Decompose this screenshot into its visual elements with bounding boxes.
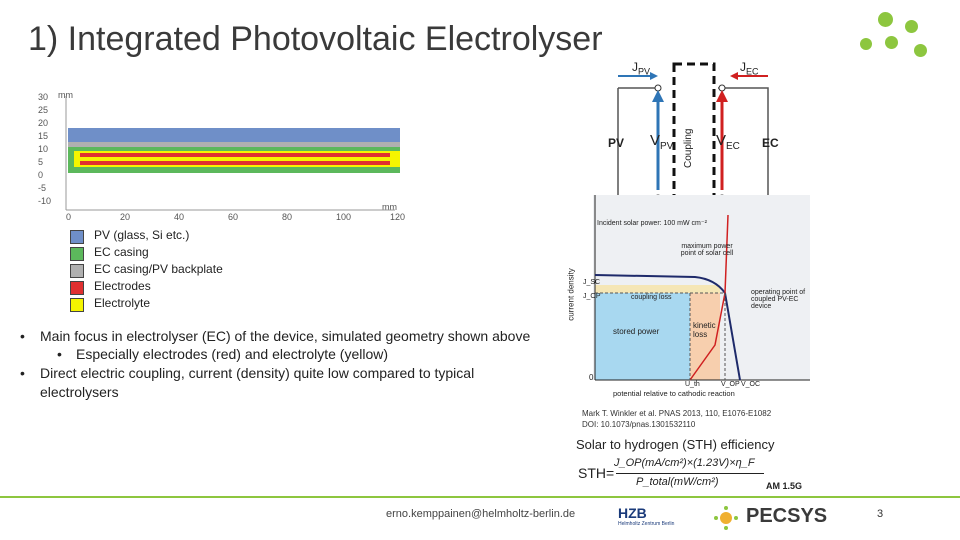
kinetic-loss-area <box>690 293 720 380</box>
y-axis-label: current density <box>566 268 576 321</box>
sth-title: Solar to hydrogen (STH) efficiency <box>576 437 775 452</box>
sth-lhs: STH= <box>578 465 615 481</box>
coupling-label: Coupling <box>683 128 694 168</box>
coupling-loss-band <box>595 285 720 293</box>
jv-graph: Incident solar power: 100 mW cm⁻² maximu… <box>565 195 810 400</box>
j-op-tick: J_OP <box>583 293 601 300</box>
reference-line-2: DOI: 10.1073/pnas.1301532110 <box>582 420 696 429</box>
zero-tick: 0 <box>589 373 594 382</box>
circuit-diagram: JPV JEC PV VPV Coupling VEC EC <box>598 58 798 218</box>
jv-drawing <box>593 195 810 381</box>
u-th-tick: U_th <box>685 381 700 388</box>
hzb-logo: HZB Helmholtz Zentrum Berlin <box>618 505 675 527</box>
stored-power-area <box>595 293 690 380</box>
y-tick-label: 30 <box>38 92 49 102</box>
x-unit: mm <box>382 202 397 212</box>
incident-label: Incident solar power: 100 mW cm⁻² <box>597 220 707 227</box>
j-ec-label: JEC <box>740 60 759 77</box>
electrode-top <box>80 153 390 157</box>
slide-title: 1) Integrated Photovoltaic Electrolyser <box>28 20 603 58</box>
y-tick-label: -5 <box>38 183 47 193</box>
x-tick-label: 20 <box>120 212 131 222</box>
j-pv-label: JPV <box>632 60 651 77</box>
bullet-marker: • <box>20 365 25 381</box>
bullet-text: Direct electric coupling, current (densi… <box>40 365 475 381</box>
y-tick-label: 10 <box>38 144 49 154</box>
v-pv-label: VPV <box>650 132 674 152</box>
x-tick-label: 40 <box>174 212 185 222</box>
pv-label: PV <box>608 136 625 150</box>
reference: Mark T. Winkler et al. PNAS 2013, 110, E… <box>582 408 771 430</box>
coupling-label-wrap: Coupling <box>681 104 701 174</box>
bullet-text: Especially electrodes (red) and electrol… <box>76 346 389 362</box>
pecsys-logo: PECSYS <box>712 503 842 533</box>
sth-equation: STH= J_OP(mA/cm²)×(1.23V)×η_F P_total(mW… <box>576 455 802 499</box>
bullet-marker: • <box>57 346 62 362</box>
bullet-text: Main focus in electrolyser (EC) of the d… <box>40 328 531 344</box>
email-link[interactable]: erno.kemppainen@helmholtz-berlin.de <box>386 508 576 520</box>
sth-subscript: AM 1.5G <box>766 481 803 491</box>
pv-layer <box>68 128 400 142</box>
stored-power-label: stored power <box>613 327 660 336</box>
y-tick-label: 25 <box>38 105 49 115</box>
operating-label: operating point of coupled PV-EC device <box>751 289 806 310</box>
backplate-layer <box>68 142 400 147</box>
x-axis-label: potential relative to cathodic reaction <box>613 389 735 398</box>
x-tick-label: 80 <box>282 212 293 222</box>
v-op-tick: V_OP <box>721 381 740 388</box>
geometry-drawing <box>65 96 400 211</box>
x-tick-label: 100 <box>336 212 352 222</box>
x-tick-label: 0 <box>66 212 72 222</box>
sun-icon <box>714 506 738 530</box>
kinetic-loss-label: kinetic loss <box>693 321 716 339</box>
j-sc-tick: J_SC <box>583 279 601 286</box>
y-tick-label: 5 <box>38 157 44 167</box>
reference-line-1: Mark T. Winkler et al. PNAS 2013, 110, E… <box>582 409 772 418</box>
page-number: 3 <box>877 508 884 520</box>
ec-jv-curve <box>689 214 729 381</box>
electrode-bottom <box>80 161 390 165</box>
x-tick-label: 120 <box>390 212 406 222</box>
bullet-marker: • <box>20 328 25 344</box>
y-tick-label: 15 <box>38 131 49 141</box>
y-tick-label: 20 <box>38 118 49 128</box>
sth-denominator: P_total(mW/cm²) <box>636 476 719 488</box>
x-tick-label: 60 <box>228 212 239 222</box>
v-ec-label: VEC <box>716 132 740 152</box>
y-tick-label: -10 <box>38 196 52 206</box>
v-oc-tick: V_OC <box>741 381 761 388</box>
footer-line <box>0 496 960 498</box>
sth-numerator: J_OP(mA/cm²)×(1.23V)×η_F <box>614 457 755 469</box>
coupling-loss-label: coupling loss <box>631 294 672 301</box>
geometry-plot: mm 30 25 20 15 10 5 0 -5 -10 0 20 40 60 80 100 120 mm <box>30 88 405 222</box>
fraction-bar <box>616 473 764 474</box>
bullet-text: electrolysers <box>40 384 119 400</box>
y-unit: mm <box>58 90 73 100</box>
ec-label: EC <box>762 136 779 150</box>
mpp-label: maximum power point of solar cell <box>680 243 734 257</box>
y-tick-label: 0 <box>38 170 44 180</box>
